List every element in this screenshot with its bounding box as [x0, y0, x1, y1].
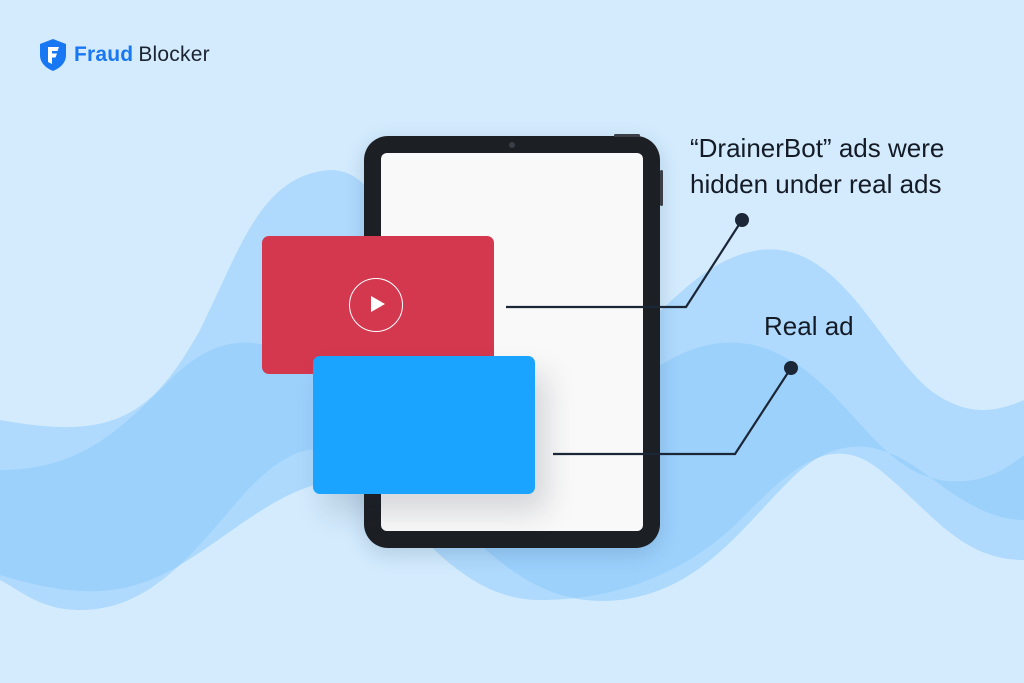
shield-f-icon — [40, 39, 66, 71]
tablet-camera — [509, 142, 515, 148]
hidden-ad-callout: “DrainerBot” ads were hidden under real … — [690, 130, 944, 202]
hidden-ad-callout-line-1: “DrainerBot” ads were — [690, 133, 945, 163]
tablet-power-button — [614, 134, 640, 137]
drainerbot-hidden-ad — [262, 236, 494, 374]
brand-name-part1: Fraud — [74, 43, 134, 66]
play-button — [349, 278, 403, 332]
real-ad-card — [313, 356, 535, 494]
brand-name-part2: Blocker — [138, 43, 210, 66]
hidden-ad-callout-line-2: hidden under real ads — [690, 169, 942, 199]
tablet-volume-button — [660, 170, 663, 206]
real-ad-callout: Real ad — [764, 311, 854, 341]
play-icon — [371, 296, 385, 312]
